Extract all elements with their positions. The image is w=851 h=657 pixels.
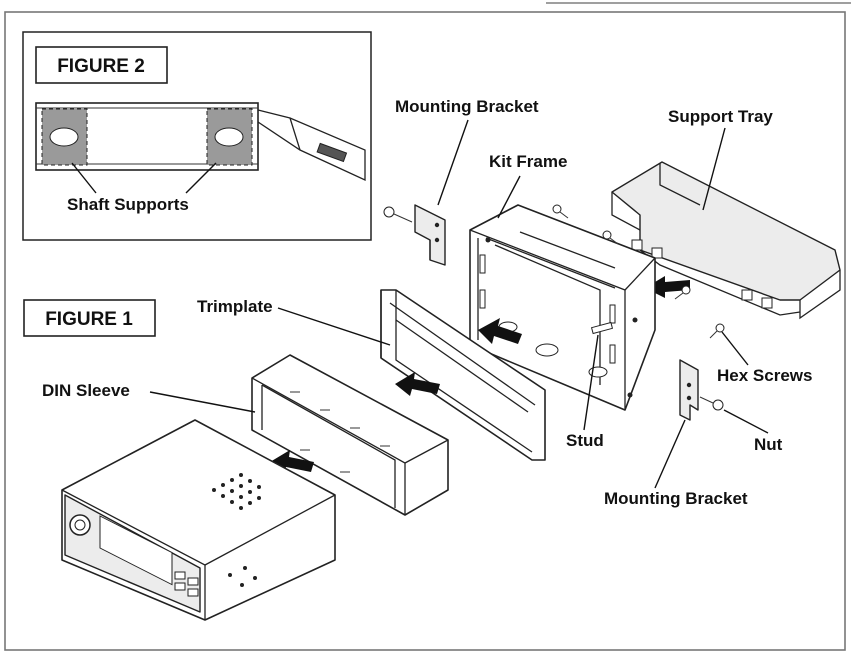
nut-label: Nut xyxy=(754,435,783,454)
outer-border xyxy=(4,11,846,651)
nut-leader xyxy=(723,409,769,434)
shaft-supports-label: Shaft Supports xyxy=(67,195,189,214)
support-tray-leader xyxy=(702,127,726,211)
mounting-bracket-bottom-label: Mounting Bracket xyxy=(604,489,748,508)
din-sleeve-leader xyxy=(149,391,256,413)
stud-leader xyxy=(583,334,599,431)
support-tray-label: Support Tray xyxy=(668,107,773,126)
mounting-bracket-top xyxy=(383,204,446,266)
figure-1-label: FIGURE 1 xyxy=(45,309,133,330)
trimplate-insert-arrow xyxy=(478,318,522,344)
hex-screws-leader xyxy=(721,331,749,366)
hex-screws-group xyxy=(552,204,725,339)
tray-insert-arrow xyxy=(645,276,690,298)
support-tray xyxy=(611,161,841,320)
trimplate xyxy=(380,289,546,461)
kit-frame-label: Kit Frame xyxy=(489,152,567,171)
hex-screws-label: Hex Screws xyxy=(717,366,812,385)
mounting-bracket-bottom-leader xyxy=(654,419,686,489)
din-sleeve-label: DIN Sleeve xyxy=(42,381,130,400)
figure-1-label-box xyxy=(23,299,156,337)
radio-unit xyxy=(61,419,336,621)
figure-2-label-box xyxy=(35,46,168,84)
mounting-bracket-top-leader xyxy=(437,119,469,206)
mounting-bracket-top-label: Mounting Bracket xyxy=(395,97,539,116)
sleeve-insert-arrow xyxy=(395,372,440,396)
trimplate-label: Trimplate xyxy=(197,297,273,316)
kit-frame xyxy=(469,204,656,411)
kit-frame-leader xyxy=(497,175,521,219)
trimplate-leader xyxy=(277,307,391,346)
figure-2-label: FIGURE 2 xyxy=(57,56,145,77)
figure-2-inset: FIGURE 2 Shaft Supports xyxy=(22,31,372,241)
mounting-bracket-bottom xyxy=(679,359,724,421)
stud-label: Stud xyxy=(566,431,604,450)
din-sleeve xyxy=(251,354,449,516)
